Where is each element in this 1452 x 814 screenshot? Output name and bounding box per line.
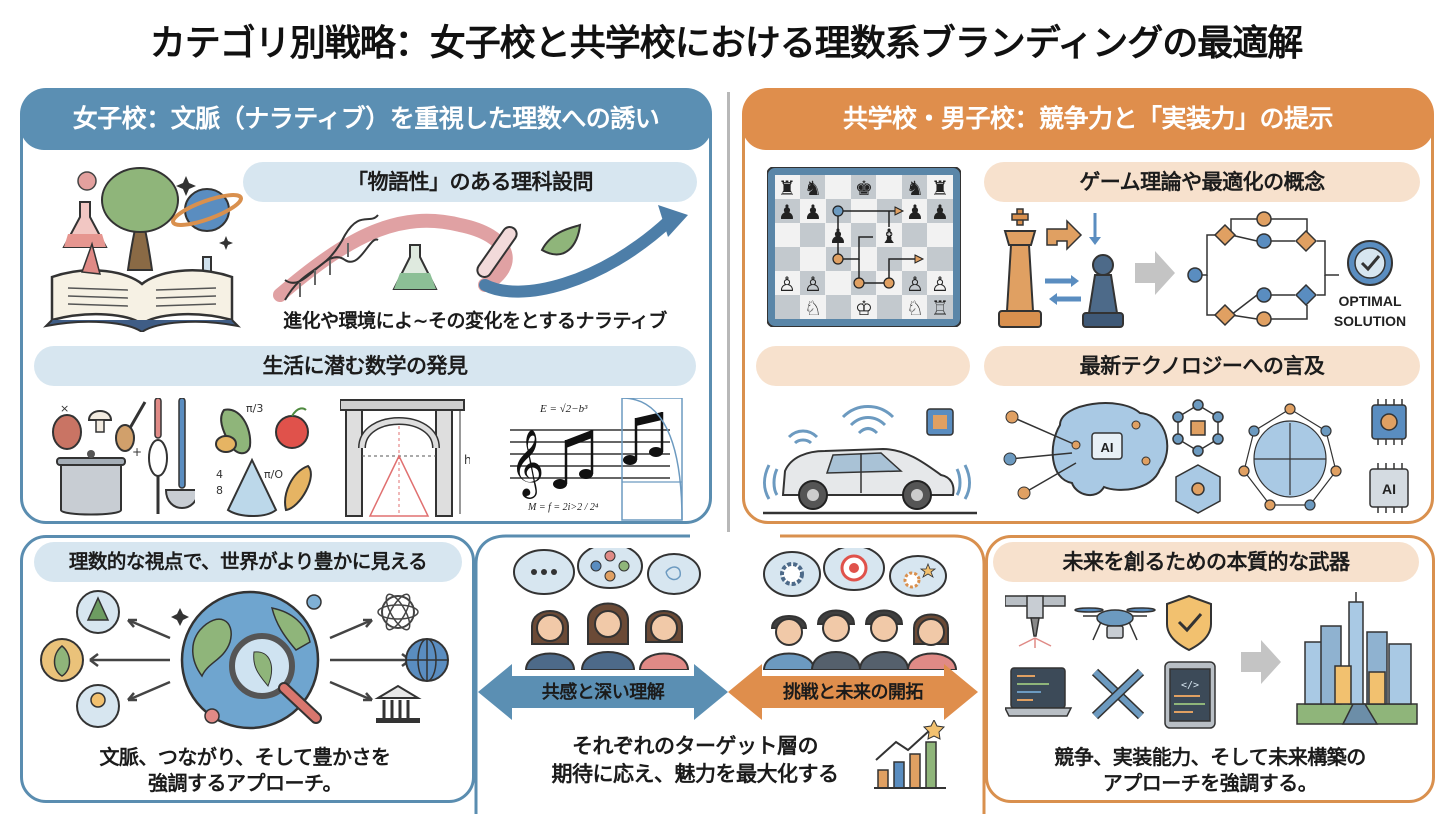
- ai-chip-icon: AI: [1369, 463, 1409, 513]
- arch-geometry-illustration: h: [340, 398, 470, 520]
- svg-text:♘: ♘: [906, 296, 924, 320]
- gear-bubble-icon: [763, 551, 821, 597]
- svg-text:h: h: [464, 453, 470, 467]
- svg-text:♟: ♟: [906, 200, 924, 224]
- thought-bubble-icon: [647, 553, 701, 595]
- svg-text:♚: ♚: [855, 176, 873, 200]
- molecule-icon: [1172, 399, 1224, 514]
- svg-text:π/O: π/O: [264, 468, 283, 481]
- svg-text:♞: ♞: [906, 176, 924, 200]
- heading-essential-weapons: 未来を創るための本質的な武器: [993, 542, 1419, 582]
- network-brain-icon: [1238, 403, 1342, 511]
- laptop-code-icon: [1005, 667, 1073, 717]
- center-summary-line1: それぞれのターゲット層の: [572, 734, 819, 758]
- svg-text:4: 4: [216, 468, 223, 481]
- wrench-icon: [1091, 668, 1145, 720]
- svg-text:♜: ♜: [778, 176, 796, 200]
- ai-brain-icon: AI: [1003, 402, 1169, 500]
- svg-text:♙: ♙: [778, 272, 796, 296]
- right-summary-caption: 競争、実装能力、そして未来構築の アプローチを強調する。: [990, 744, 1430, 796]
- svg-text:𝄞: 𝄞: [510, 428, 544, 499]
- svg-text:♝: ♝: [880, 224, 898, 248]
- empathy-arrow: [478, 660, 728, 724]
- challenge-arrow-label: 挑戦と未来の開拓: [783, 682, 924, 703]
- narrative-caption: 進化や環境によ~その変化をとするナラティブ: [283, 310, 667, 332]
- challenge-arrow: [728, 660, 978, 724]
- heading-latest-tech: 最新テクノロジーへの言及: [984, 346, 1420, 386]
- svg-text:AI: AI: [1101, 440, 1114, 455]
- right-summary-line1: 競争、実装能力、そして未来構築の: [1054, 745, 1366, 769]
- drone-icon: [1074, 607, 1156, 641]
- coed-students-group: [758, 548, 968, 670]
- svg-text:+: +: [132, 445, 142, 459]
- future-tools-illustration: </>: [1005, 592, 1425, 732]
- svg-text:8: 8: [216, 484, 223, 497]
- vegetable-geometry-illustration: π/3 4 8 π/O: [210, 398, 320, 518]
- svg-text:♞: ♞: [804, 176, 822, 200]
- svg-text:SOLUTION: SOLUTION: [1334, 313, 1406, 329]
- autonomous-car-icon: [755, 395, 985, 520]
- city-skyline-icon: [1296, 592, 1418, 725]
- times-symbol: ×: [60, 402, 69, 415]
- svg-text:π/3: π/3: [246, 402, 263, 415]
- chessboard-icon: ♜♞♚♞♜ ♟♟♟♟ ♟♝ ♙♙♙♙ ♘♔♘♖: [767, 167, 961, 327]
- kitchen-math-illustration: × +: [45, 398, 195, 518]
- gear-star-bubble-icon: [889, 555, 947, 597]
- narrative-flow-illustration: [270, 205, 700, 305]
- svg-text:</>: </>: [1181, 680, 1199, 691]
- game-theory-illustration: OPTIMAL SOLUTION: [995, 205, 1425, 335]
- ai-tech-illustration: AI AI: [1000, 395, 1430, 520]
- center-summary: それぞれのターゲット層の 期待に応え、魅力を最大化する: [520, 732, 870, 788]
- pawn-piece-icon: [1082, 254, 1124, 328]
- left-summary-line2: 強調するアプローチ。: [148, 771, 343, 795]
- svg-text:♟: ♟: [778, 200, 796, 224]
- svg-text:♙: ♙: [906, 272, 924, 296]
- center-summary-line2: 期待に応え、魅力を最大化する: [551, 762, 840, 786]
- svg-text:♟: ♟: [931, 200, 949, 224]
- page-title: カテゴリ別戦略：女子校と共学校における理数系ブランディングの最適解: [149, 23, 1303, 64]
- right-panel-header: 共学校・男子校：競争力と「実装力」の提示: [742, 88, 1434, 150]
- left-summary-line1: 文脈、つながり、そして豊かさを: [99, 745, 391, 769]
- right-summary-line2: アプローチを強調する。: [1102, 771, 1318, 795]
- chip-icon: [1371, 399, 1407, 445]
- target-bubble-icon: [823, 548, 885, 591]
- gray-arrow-icon: [1241, 640, 1281, 684]
- growth-bar-chart-icon: [872, 720, 948, 792]
- svg-text:AI: AI: [1382, 481, 1396, 497]
- network-bubble-icon: [577, 548, 643, 589]
- left-panel-header: 女子校：文脈（ナラティブ）を重視した理数への誘い: [20, 88, 712, 150]
- svg-text:♙: ♙: [804, 272, 822, 296]
- music-math-illustration: E = √2−b³ 𝄞 M = f = 2i>2 / 2⁴: [510, 398, 690, 523]
- empty-heading-pill: [756, 346, 970, 386]
- shield-check-icon: [1166, 594, 1212, 652]
- tablet-code-icon: </>: [1164, 661, 1216, 729]
- svg-text:♜: ♜: [931, 176, 949, 200]
- heading-richer-world: 理数的な視点で、世界がより豊かに見える: [34, 542, 462, 582]
- empathy-arrow-label: 共感と深い理解: [541, 682, 665, 703]
- svg-text:♖: ♖: [931, 296, 949, 320]
- center-divider: [727, 92, 730, 532]
- svg-text:♙: ♙: [931, 272, 949, 296]
- globe-connections-illustration: [40, 590, 460, 740]
- wifi-signal-icon: [763, 405, 971, 500]
- heading-game-theory: ゲーム理論や最適化の概念: [984, 162, 1420, 202]
- svg-text:E = √2−b³: E = √2−b³: [539, 403, 588, 415]
- laser-cutter-icon: [1005, 595, 1066, 648]
- svg-text:OPTIMAL: OPTIMAL: [1339, 293, 1402, 309]
- svg-text:♘: ♘: [804, 296, 822, 320]
- svg-text:♔: ♔: [855, 296, 873, 320]
- ellipsis-bubble-icon: [513, 549, 575, 595]
- heading-daily-math: 生活に潜む数学の発見: [34, 346, 696, 386]
- heading-narrative-science: 「物語性」のある理科設問: [243, 162, 697, 202]
- left-summary-caption: 文脈、つながり、そして豊かさを 強調するアプローチ。: [40, 744, 450, 796]
- open-book-icon: [40, 162, 245, 332]
- girls-students-group: [510, 548, 710, 670]
- king-piece-icon: [998, 208, 1042, 328]
- svg-text:M = f = 2i>2 / 2⁴: M = f = 2i>2 / 2⁴: [527, 502, 599, 513]
- svg-text:♟: ♟: [804, 200, 822, 224]
- center-panel-outline: [470, 530, 990, 814]
